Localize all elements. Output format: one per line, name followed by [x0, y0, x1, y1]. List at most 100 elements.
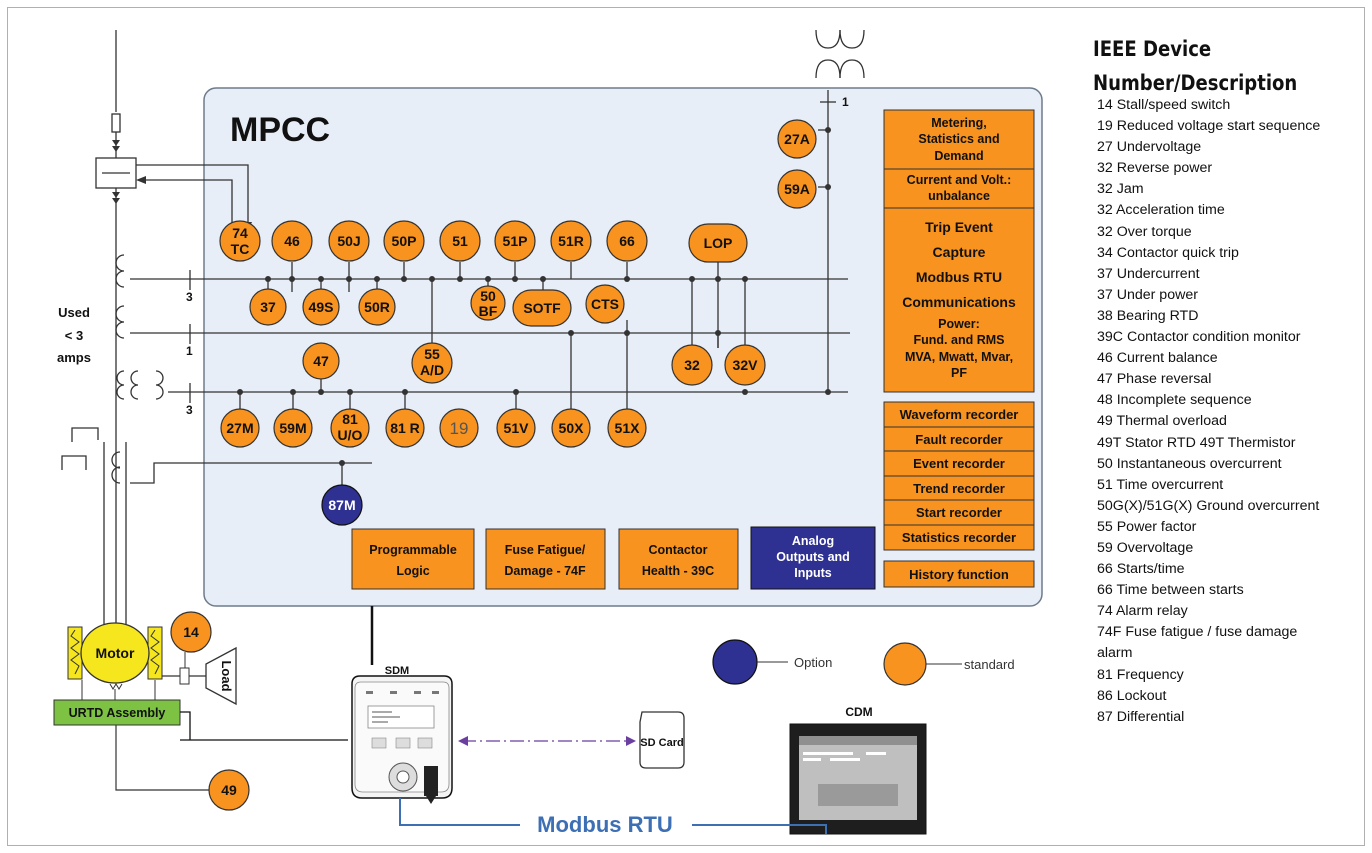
relay-37	[249, 288, 287, 326]
analog-io-line-3: Inputs	[794, 566, 832, 580]
device-description-item: 34 Contactor quick trip	[1097, 244, 1239, 261]
relay-sotf-label: SOTF	[523, 300, 561, 316]
voltage-transformer	[815, 29, 865, 392]
motor-assembly: Motor Load URTD Assembly	[53, 606, 374, 791]
cdm-label: CDM	[845, 705, 872, 719]
relay-59m-label: 59M	[279, 420, 306, 436]
relay-51	[439, 220, 481, 262]
relay-50p-label: 50P	[392, 233, 417, 249]
metering-line-3: Demand	[934, 149, 983, 163]
relay-27m	[220, 408, 260, 448]
relay-19	[439, 408, 479, 448]
unbalance-line-1: Current and Volt.:	[907, 173, 1012, 187]
device-description-item: 37 Undercurrent	[1097, 265, 1200, 282]
relay-50bf-label-2: BF	[479, 303, 498, 319]
relay-46	[271, 220, 313, 262]
mpcc-title: MPCC	[230, 111, 330, 149]
sd-card-link	[458, 736, 636, 746]
legend-title-line-2: Number/Description	[1093, 71, 1298, 95]
relay-81r-label: 81 R	[390, 420, 420, 436]
device-description-item: 51 Time overcurrent	[1097, 476, 1224, 493]
bottom-function-blocks: Programmable Logic Fuse Fatigue/ Damage …	[351, 526, 876, 590]
device-description-item: 50 Instantaneous overcurrent	[1097, 455, 1282, 472]
relay-87m	[321, 484, 363, 526]
device-description-item: 55 Power factor	[1097, 518, 1197, 535]
fuse-fatigue-line-1: Fuse Fatigue/	[505, 543, 586, 557]
device-description-item: 59 Overvoltage	[1097, 539, 1194, 556]
relay-81uo-label-1: 81	[342, 411, 358, 427]
history-function: History function	[909, 567, 1009, 582]
load-label: Load	[219, 660, 234, 691]
outer-frame	[7, 7, 1365, 846]
device-description-item: 46 Current balance	[1097, 350, 1218, 367]
relay-27m-label: 27M	[226, 420, 253, 436]
device-description-item: 48 Incomplete sequence	[1097, 392, 1252, 409]
trip-event-line-1: Trip Event	[925, 219, 993, 235]
relay-51x	[607, 408, 647, 448]
unbalance-line-2: unbalance	[928, 189, 990, 203]
svg-text:3: 3	[186, 403, 193, 417]
device-description-item: 32 Acceleration time	[1097, 202, 1225, 219]
relay-51p	[494, 220, 536, 262]
device-description-item: 47 Phase reversal	[1097, 371, 1212, 388]
relay-51v-label: 51V	[504, 420, 530, 436]
relay-49s-label: 49S	[309, 299, 334, 315]
sdm-label: SDM	[385, 665, 409, 677]
urtd-assembly	[53, 699, 181, 726]
load-symbol	[205, 646, 237, 706]
device-description-item: 32 Over torque	[1097, 223, 1192, 240]
device-description-item: 86 Lockout	[1097, 687, 1167, 704]
device-description-item: 81 Frequency	[1097, 666, 1184, 683]
relay-74tc-label-1: 74	[232, 225, 248, 241]
relay-46-label: 46	[284, 233, 300, 249]
trip-event-line-3: Modbus RTU	[916, 269, 1002, 285]
device-description-item: 14 Stall/speed switch	[1097, 97, 1231, 113]
analog-io-line-2: Outputs and	[776, 550, 850, 564]
device-description-item: 87 Differential	[1097, 708, 1185, 725]
relay-group: 74 TC 46 50J 50P 51 51P 51R 66 LOP 37 49…	[170, 119, 817, 811]
device-description-item: 50G(X)/51G(X) Ground overcurrent	[1097, 497, 1320, 514]
symbol-legend: Option standard	[712, 639, 1015, 686]
fuse-fatigue-line-2: Damage - 74F	[504, 564, 586, 578]
relay-32-label: 32	[684, 357, 700, 373]
relay-66-label: 66	[619, 233, 635, 249]
svg-text:amps: amps	[57, 350, 91, 365]
cdm-device: CDM	[789, 705, 927, 835]
device-description-item: alarm	[1097, 645, 1133, 662]
relay-50x-label: 50X	[559, 420, 585, 436]
power-line-2: Fund. and RMS	[914, 333, 1005, 347]
relay-cts	[585, 284, 625, 324]
relay-51v	[496, 408, 536, 448]
svg-text:3: 3	[186, 290, 193, 304]
relay-51p-label: 51P	[503, 233, 528, 249]
contactor-health-line-1: Contactor	[648, 543, 707, 557]
modbus-label: Modbus RTU	[537, 812, 673, 837]
trip-event-line-2: Capture	[933, 244, 986, 260]
relay-55ad-label-2: A/D	[420, 362, 444, 378]
relay-27a	[777, 119, 817, 159]
start-recorder: Start recorder	[916, 505, 1002, 520]
relay-32v	[724, 344, 766, 386]
relay-66	[606, 220, 648, 262]
programmable-logic-line-2: Logic	[396, 564, 429, 578]
device-description-item: 27 Undervoltage	[1097, 139, 1202, 156]
relay-50bf-label-1: 50	[480, 288, 496, 304]
mpcc-panel	[203, 87, 1043, 607]
svg-text:< 3: < 3	[65, 328, 83, 343]
relay-14-label: 14	[183, 624, 199, 640]
relay-55ad	[411, 342, 453, 384]
device-description-item: 38 Bearing RTD	[1097, 307, 1199, 324]
device-description-item: 66 Time between starts	[1097, 582, 1244, 599]
relay-55ad-label-1: 55	[424, 346, 440, 362]
relay-59m	[273, 408, 313, 448]
relay-51r	[550, 220, 592, 262]
power-line-3: MVA, Mwatt, Mvar,	[905, 350, 1013, 364]
relay-50r-label: 50R	[364, 299, 390, 315]
power-line-4: PF	[951, 366, 967, 380]
relay-81r	[385, 408, 425, 448]
sd-card: SD Card	[639, 711, 685, 769]
relay-81uo	[330, 408, 370, 448]
trend-recorder: Trend recorder	[913, 481, 1005, 496]
